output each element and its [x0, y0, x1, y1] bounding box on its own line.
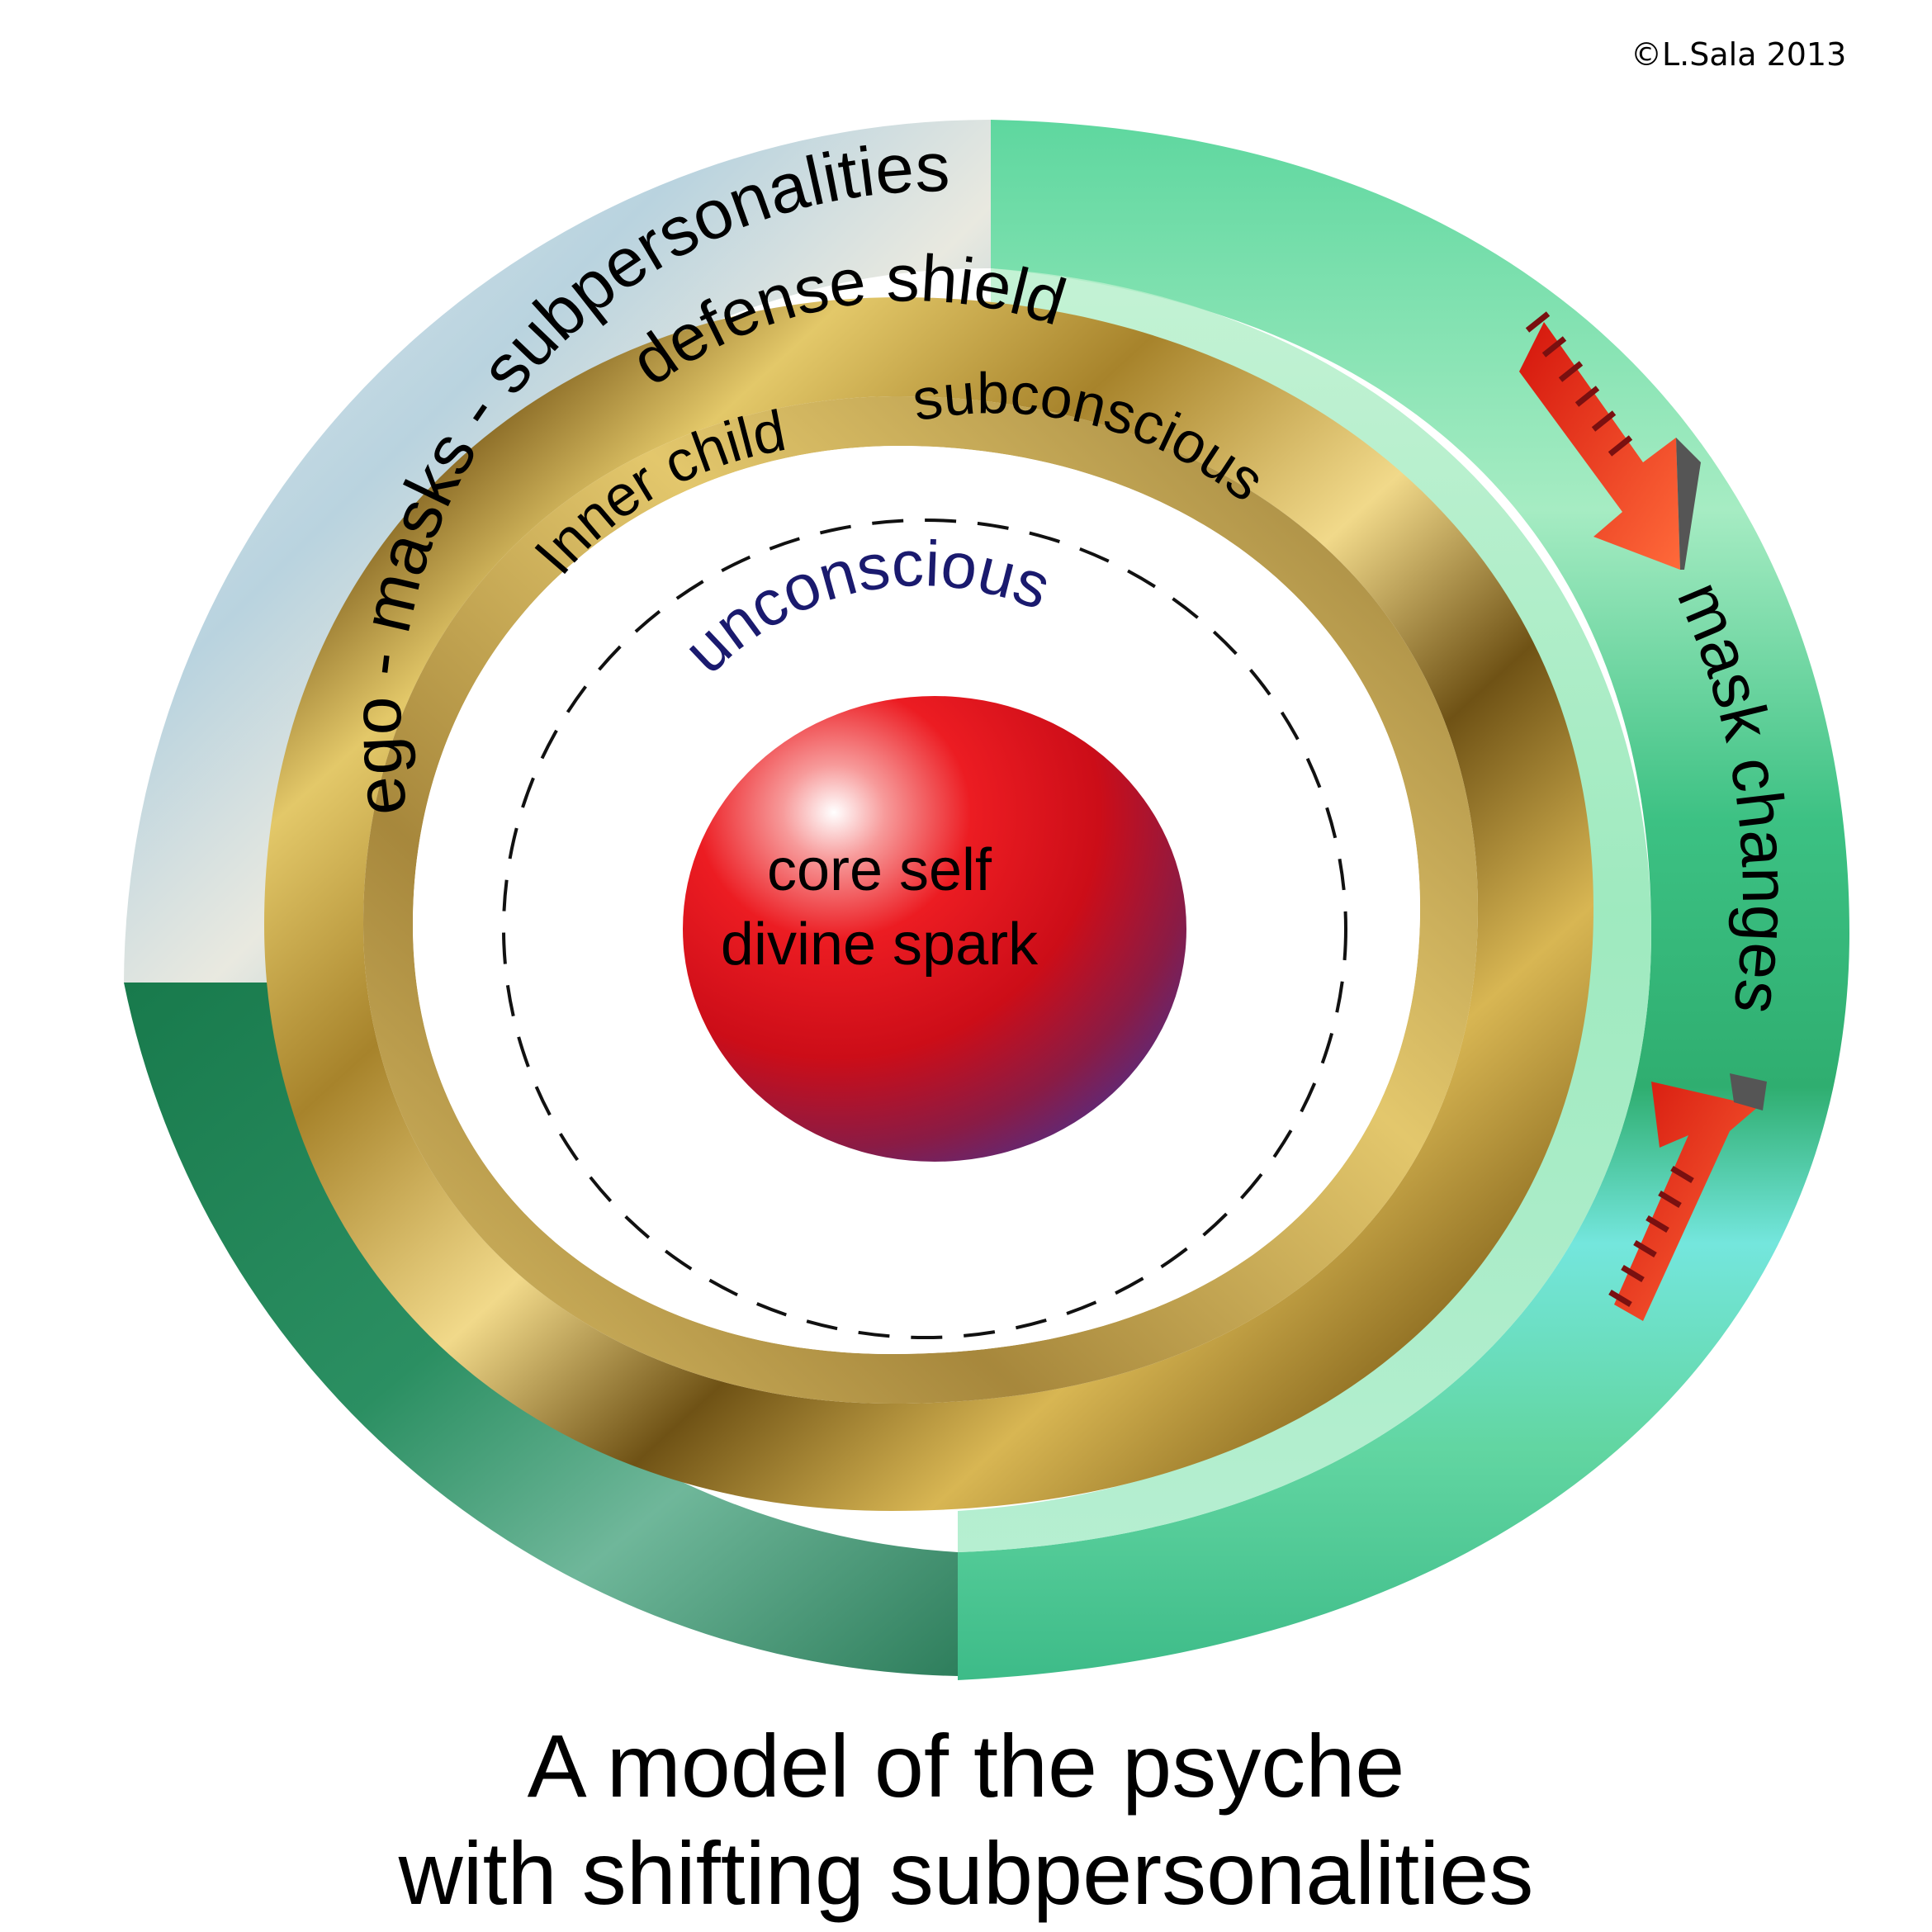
caption-line-1: A model of the psyche: [527, 1716, 1405, 1816]
caption-line-2: with shifting subpersonalities: [398, 1823, 1534, 1923]
outer-ring-left-upper: [124, 120, 991, 983]
core-sphere: [683, 696, 1186, 1162]
unconscious-boundary: [502, 519, 1347, 1339]
copyright-notice: ©L.Sala 2013: [1631, 36, 1847, 73]
arrow-up-icon: [1608, 1073, 1767, 1321]
divine-spark-label: divine spark: [721, 912, 1039, 978]
arrow-down-icon: [1519, 311, 1701, 570]
core-self-label: core self: [767, 837, 992, 903]
